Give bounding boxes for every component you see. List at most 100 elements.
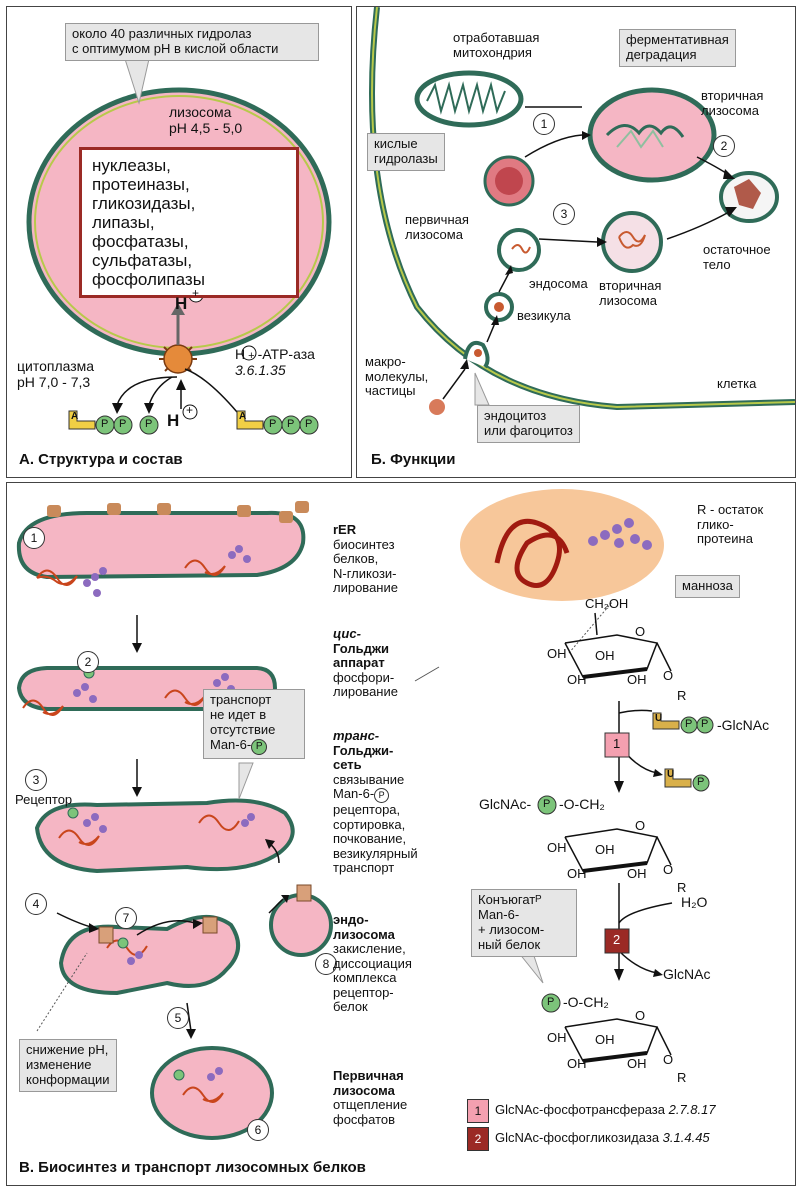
phosphate-letter: P [269,418,277,430]
step-2: 2 [77,651,99,673]
phosphate-letter: P [145,418,153,430]
legend-2-text: GlcNAc-фосфогликозидаза 3.1.4.45 [495,1130,710,1145]
callout-line: с оптимумом pH в кислой области [72,40,279,56]
cytoplasm-label: цитоплазма pH 7,0 - 7,3 [17,358,94,390]
desc-line: белков, [333,551,379,567]
desc-title: лизосома [333,926,395,942]
macromolecule-icon [429,399,445,415]
enzyme-item: сульфатазы, [92,251,193,271]
desc-line: связывание [333,771,405,787]
desc-line: диссоциация [333,955,412,971]
adenine-letter: A [239,411,247,422]
callout-line: около 40 различных гидролаз [72,26,252,41]
callout-line: Конъюгат [478,892,536,907]
conjugate-callout: Конъюгат Man-6- + лизосом- ный белок [471,889,577,957]
proton-lysosome: H [175,294,188,313]
enzyme-list: нуклеазы, протеиназы, гликозидазы, липаз… [79,147,299,299]
panel-b-graphics [369,7,795,415]
enzyme-2-label: 2 [613,932,621,947]
desc-title: Гольджи [333,640,390,656]
desc-endolysosome: эндо- лизосома закисление, диссоциация к… [333,912,412,1015]
phosphate-letter: P [701,718,709,730]
phosphate-letter: P [697,776,705,788]
desc-line: N-гликози- [333,565,397,581]
ring2-oh: OH [567,866,587,881]
receptor-label: Рецептор [15,792,73,807]
desc-line: везикулярный [333,845,418,861]
ring2-o: O [635,818,646,833]
label-line: лизосома [405,226,463,242]
desc-line: почкование, [333,831,407,847]
ring3-r: R [677,1070,687,1085]
legend-1-text: GlcNAc-фосфотрансфераза 2.7.8.17 [495,1102,716,1117]
step-1: 1 [23,527,45,549]
desc-trans-golgi: транс- Гольджи- сеть связывание Man-6-P … [333,728,418,876]
step-2: 2 [713,135,735,157]
callout-line: Man-6- [478,907,570,923]
callout-line: или фагоцитоз [484,422,573,438]
panel-b-caption: Б. Функции [371,451,456,468]
desc-line: комплекса [333,970,397,986]
legend-1-box: 1 [467,1099,489,1123]
o-ch2-label: -O-CH₂ [563,994,609,1010]
proton-cytoplasm: H [167,411,180,430]
secondary-lysosome-bottom [601,211,663,273]
o-ch2-label: -O-CH₂ [559,796,605,812]
enzyme-1-box [604,732,630,758]
label-line: отработавшая [453,30,540,45]
panel-structure: около 40 различных гидролаз с оптимумом … [6,6,352,478]
atp-icon [236,410,319,435]
phosphate-letter: P [543,798,551,810]
label-line: частицы [365,383,416,399]
secondary-lysosome-top-label: вторичная лизосома [701,88,763,118]
label-line: лизосома [701,102,759,118]
ring1-o2: O [663,668,674,683]
residual-body-label: остаточное тело [703,242,771,272]
ring1-o: O [635,624,646,639]
uridine-letter: U [667,769,675,780]
phosphate-badge: P [251,738,268,755]
label-line: тело [703,256,731,272]
panel-a-caption: А. Структура и состав [19,451,183,468]
legend-ec: 3.1.4.45 [662,1130,710,1145]
callout-line: ферментативная [626,32,729,47]
cell-label: клетка [717,376,757,391]
trans-golgi-membrane [34,798,295,874]
callout-line: транспорт [210,692,272,707]
panel-biosynthesis: 1 2 3 4 5 6 7 8 Рецептор транспорт не ид… [6,482,796,1186]
desc-line: фосфатов [333,1111,396,1127]
atpase-label: H+-ATP-аза 3.6.1.35 [235,346,315,378]
glcnac-text: GlcNAc- [479,796,532,812]
glcnac-out-label: GlcNAc [663,966,711,982]
desc-line: транспорт [333,860,395,876]
callout-line: ный белок [478,936,541,952]
mitochondrion-label: отработавшая митохондрия [453,30,540,60]
callout-line: конформации [26,1071,110,1087]
mitochondrion-icon [414,70,524,128]
uridine-letter: U [655,713,663,724]
enzyme-item: гликозидазы, [92,194,196,214]
desc-title: Гольджи- [333,742,394,758]
desc-line: Man-6-P [333,786,418,804]
secondary-lysosome-bottom-label: вторичная лизосома [599,278,661,308]
callout-line: не идет в [210,706,267,722]
desc-title: цис- [333,626,361,641]
phosphate-letter: P [685,718,693,730]
desc-cis-golgi: цис- Гольджи аппарат фосфори- лирование [333,626,398,700]
desc-line: лирование [333,580,398,596]
ring1-oh: OH [627,672,647,687]
recycling-vesicle [269,893,333,957]
label-line: макро- [365,354,406,369]
phosphate-letter: P [547,996,555,1008]
desc-line: белок [333,999,368,1015]
adp-icon [68,410,133,435]
phosphate-letter: P [101,418,109,430]
step-3: 3 [25,769,47,791]
no-transport-callout: транспорт не идет в отсутствие Man-6-P [203,689,305,759]
step-7: 7 [115,907,137,929]
step-3: 3 [553,203,575,225]
label-line: остаточное [703,242,771,257]
ring3-o: O [635,1008,646,1023]
label-line: молекулы, [365,368,429,384]
acid-hydrolases-callout: кислые гидролазы [367,133,445,171]
